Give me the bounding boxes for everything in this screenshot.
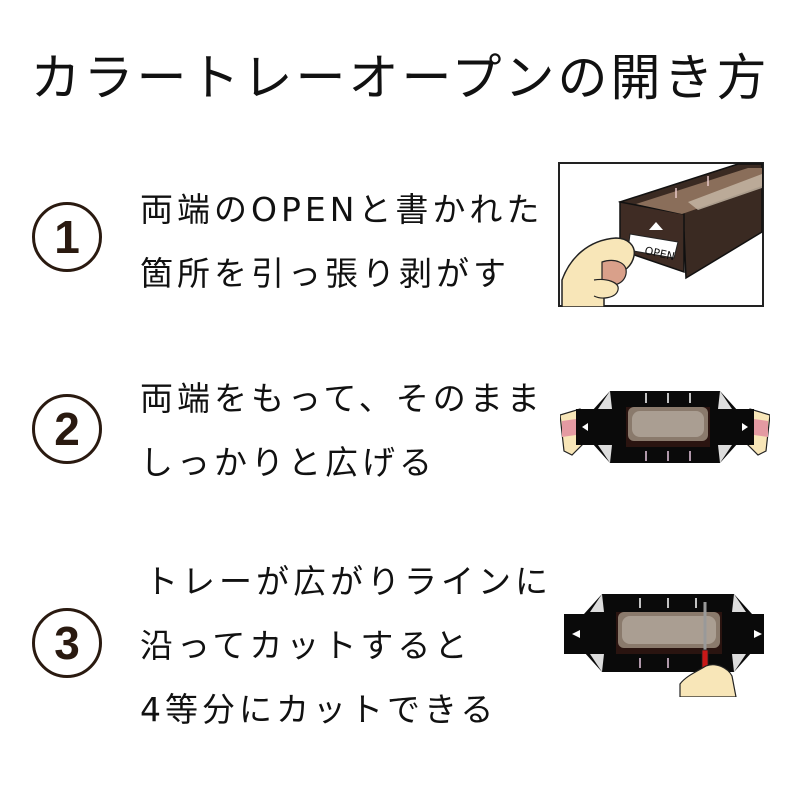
step-2-number-badge: 2 xyxy=(32,394,102,464)
step-3-number-badge: 3 xyxy=(32,608,102,678)
step-1-number: 1 xyxy=(54,211,80,263)
step-3-instructions: トレーが広がりラインに 沿ってカットすると 4等分にカットできる xyxy=(140,550,552,742)
step-3-line-2: 沿ってカットすると xyxy=(140,626,472,665)
step-3-line-1: トレーが広がりラインに xyxy=(145,562,552,601)
step-1-number-badge: 1 xyxy=(32,202,102,272)
step-3-line-3: 4等分にカットできる xyxy=(140,690,498,729)
step-1-instructions: 両端のOPENと書かれた 箇所を引っ張り剥がす xyxy=(140,178,543,306)
step-2-line-2: しっかりと広げる xyxy=(140,443,436,482)
open-tab-label: OPEN xyxy=(643,244,676,263)
step-2-instructions: 両端をもって、そのまま しっかりと広げる xyxy=(140,367,544,495)
step-3-illustration-cut-tray xyxy=(564,594,764,697)
step-2-number: 2 xyxy=(54,403,80,455)
step-1-line-2: 箇所を引っ張り剥がす xyxy=(140,254,510,293)
step-2-illustration-spread-tray xyxy=(560,391,770,463)
step-1-illustration-open-tab: OPEN xyxy=(558,162,764,307)
step-1-line-1: 両端のOPENと書かれた xyxy=(140,190,544,229)
step-2-line-1: 両端をもって、そのまま xyxy=(140,379,544,418)
step-3-number: 3 xyxy=(54,617,80,669)
page-title: カラートレーオープンの開き方 xyxy=(30,49,770,107)
